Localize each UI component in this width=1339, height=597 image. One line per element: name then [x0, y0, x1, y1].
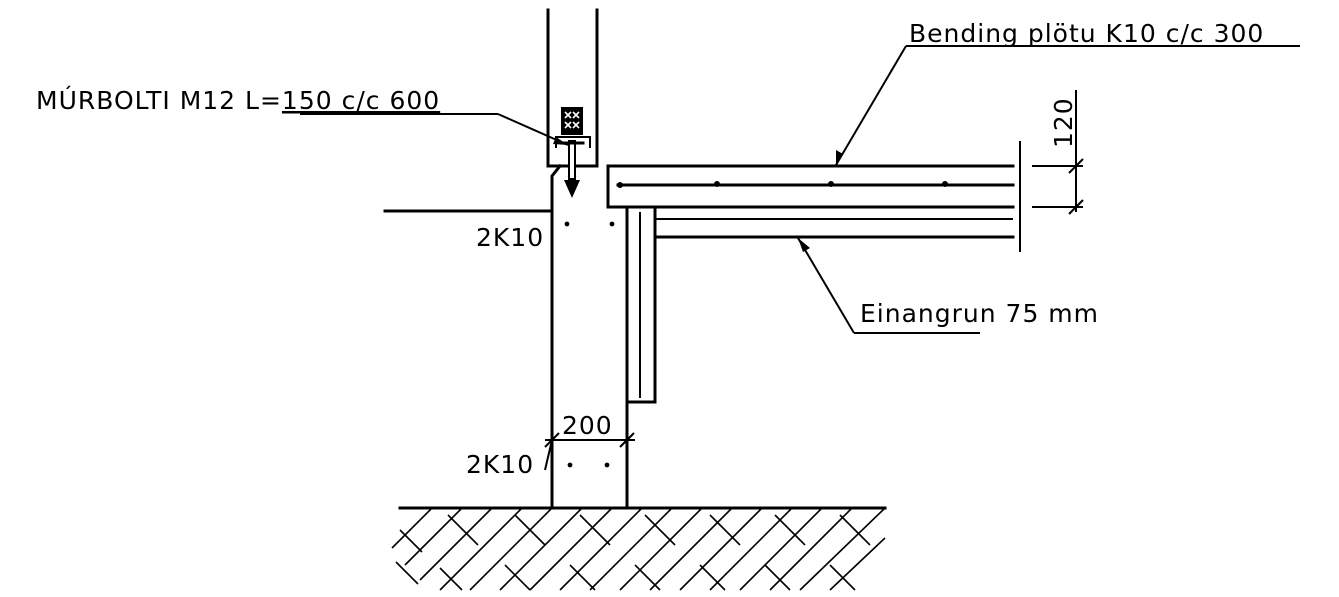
rebar-dot	[604, 462, 610, 468]
slab-reinforcement-leader	[835, 45, 1300, 166]
foundation-wall	[550, 163, 630, 510]
top-bars-label: 2K10	[476, 223, 544, 252]
anchor-bolt	[561, 107, 585, 198]
edge-insulation	[625, 205, 657, 404]
rebar-dot	[564, 221, 570, 227]
slab-reinforcement-label: Bending plötu K10 c/c 300	[909, 19, 1264, 48]
slab-insulation	[653, 141, 1021, 252]
anchor-bolt-label: MÚRBOLTI M12 L=150 c/c 600	[36, 85, 440, 115]
rebar-dot	[567, 462, 573, 468]
ground-hatching	[391, 506, 887, 591]
floor-slab	[606, 164, 1015, 209]
insulation-label: Einangrun 75 mm	[860, 299, 1099, 328]
bottom-bars-label: 2K10	[466, 450, 534, 479]
wall-width-dimension	[544, 432, 635, 471]
rebar-dot	[609, 221, 615, 227]
slab-thickness-dimension	[1032, 90, 1084, 215]
insulation-leader	[797, 237, 980, 334]
anchor-bolt-leader	[300, 113, 569, 146]
slab-thickness-label: 120	[1049, 97, 1078, 148]
wall-width-label: 200	[562, 411, 613, 440]
